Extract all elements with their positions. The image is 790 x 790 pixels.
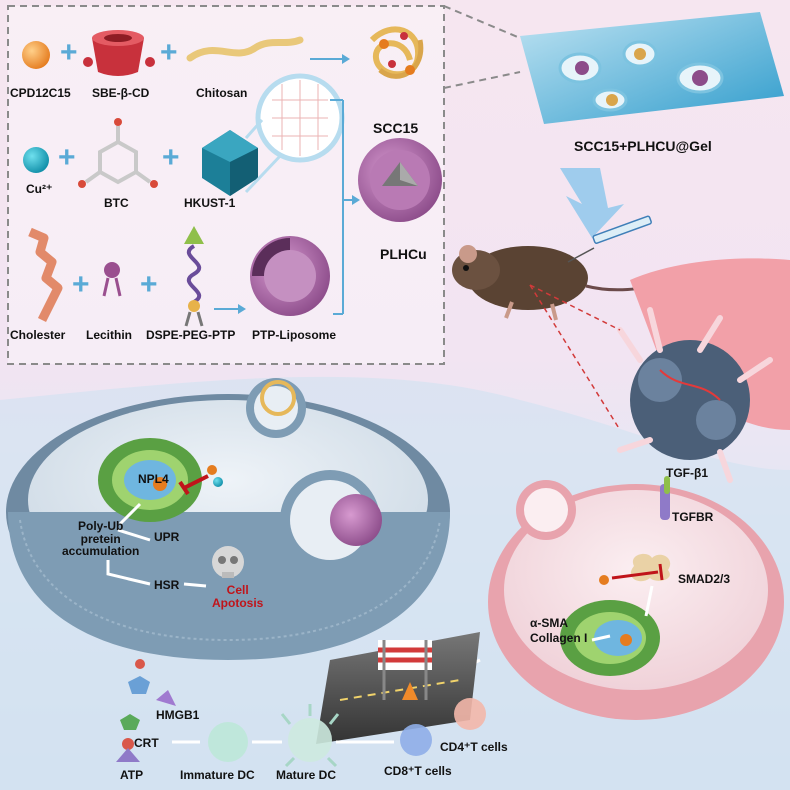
arrow-smad-nucleus (644, 585, 654, 617)
plus-sign: + (162, 141, 180, 174)
road-barrier (316, 632, 480, 744)
label-ptp-liposome: PTP-Liposome (252, 328, 337, 342)
cd8-t-cell (400, 724, 432, 756)
inhibit-tgfbr (611, 570, 659, 580)
label-cd4: CD4⁺T cells (440, 740, 508, 754)
syringe (567, 215, 652, 263)
label-smad: SMAD2/3 (678, 572, 731, 586)
label-cd8: CD8⁺T cells (384, 764, 452, 778)
tumor-zoom-line-a (529, 284, 621, 331)
lecithin-molecule (102, 262, 122, 297)
label-hkust1: HKUST-1 (184, 196, 236, 210)
arrow-polyub-upr (117, 528, 151, 542)
plus-sign: + (58, 141, 76, 174)
hydrogel-scaffold (520, 12, 784, 124)
label-npl4: NPL4 (138, 472, 169, 486)
btc-molecule (78, 118, 158, 188)
label-cholesterol: Cholester (10, 328, 66, 342)
label-upr: UPR (154, 530, 180, 544)
zoom-line-b (244, 152, 284, 194)
mouse-illustration (452, 245, 761, 321)
scc15-entering (260, 380, 296, 416)
cu-dot-b (213, 477, 223, 487)
label-cell-apoptosis: Cell Apotosis (212, 583, 264, 610)
cd4-t-cell (454, 698, 486, 730)
dspe-peg-ptp-molecule (184, 226, 204, 327)
skull-icon (212, 546, 244, 578)
label-immature-dc: Immature DC (180, 768, 255, 782)
label-tgfbr: TGFBR (672, 510, 714, 524)
tgfbr-receptor (660, 476, 670, 520)
label-hmgb1: HMGB1 (156, 708, 200, 722)
plhcu-particle (358, 138, 442, 222)
arrow-polyub-hsr (106, 560, 151, 586)
arrow-to-liposome (214, 304, 246, 314)
arrow-npl4-polyub (118, 502, 142, 526)
arrow-to-scc15 (310, 54, 350, 64)
label-btc: BTC (104, 196, 129, 210)
label-hydrogel: SCC15+PLHCU@Gel (574, 138, 712, 154)
label-dspe-peg-ptp: DSPE-PEG-PTP (146, 328, 236, 342)
plus-sign: + (72, 268, 90, 301)
hkust1-crystal (202, 130, 258, 196)
inhibit-npl4 (183, 474, 209, 490)
mature-dc (280, 704, 340, 768)
label-sbe-cd: SBE-β-CD (92, 86, 150, 100)
label-cpd12c15: CPD12C15 (10, 86, 71, 100)
liposome-entering (330, 494, 382, 546)
label-chitosan: Chitosan (196, 86, 248, 100)
label-hsr: HSR (154, 578, 180, 592)
cpd12c15-molecule (22, 41, 50, 69)
label-mature-dc: Mature DC (276, 768, 337, 782)
fibroblast-cell (488, 480, 784, 720)
label-atp: ATP (120, 768, 144, 782)
fibroblast-nucleus (560, 600, 660, 676)
plus-sign: + (160, 36, 178, 69)
label-markers: α-SMA Collagen I (530, 616, 588, 645)
plus-sign: + (60, 36, 78, 69)
cu-dot-a (207, 465, 217, 475)
hkust1-lattice (272, 80, 328, 156)
cholesterol-molecule (28, 227, 63, 323)
label-lecithin: Lecithin (86, 328, 133, 342)
damp-molecules (116, 659, 176, 762)
smad-cloud (630, 553, 671, 582)
plus-sign: + (140, 268, 158, 301)
label-crt: CRT (134, 736, 159, 750)
sbe-cd-molecule (83, 30, 155, 76)
zoom-line-a (244, 119, 264, 139)
zoom-connector-bottom (443, 71, 521, 89)
zoom-connector-top (443, 5, 521, 39)
cu-ion (23, 147, 49, 173)
label-cu: Cu²⁺ (26, 182, 53, 196)
tumor-mass (617, 307, 773, 483)
label-scc15: SCC15 (373, 120, 419, 136)
immature-dc (208, 722, 248, 762)
cu-dot-fibro (599, 575, 609, 585)
tumor-zoom-line-b (529, 284, 621, 431)
label-tgf-b1: TGF-β1 (666, 466, 708, 480)
arrow-nucleus-markers (591, 634, 611, 642)
tumor-nucleus (98, 438, 202, 522)
arrow-hsr-death (183, 582, 207, 588)
injection-arrow (560, 168, 624, 238)
label-poly-ub: Poly-Ub pretein accumulation (62, 519, 140, 559)
chitosan-strand (186, 36, 304, 62)
scc15-particle (369, 26, 424, 79)
ptp-liposome-particle (250, 236, 330, 316)
label-plhcu: PLHCu (380, 246, 427, 262)
